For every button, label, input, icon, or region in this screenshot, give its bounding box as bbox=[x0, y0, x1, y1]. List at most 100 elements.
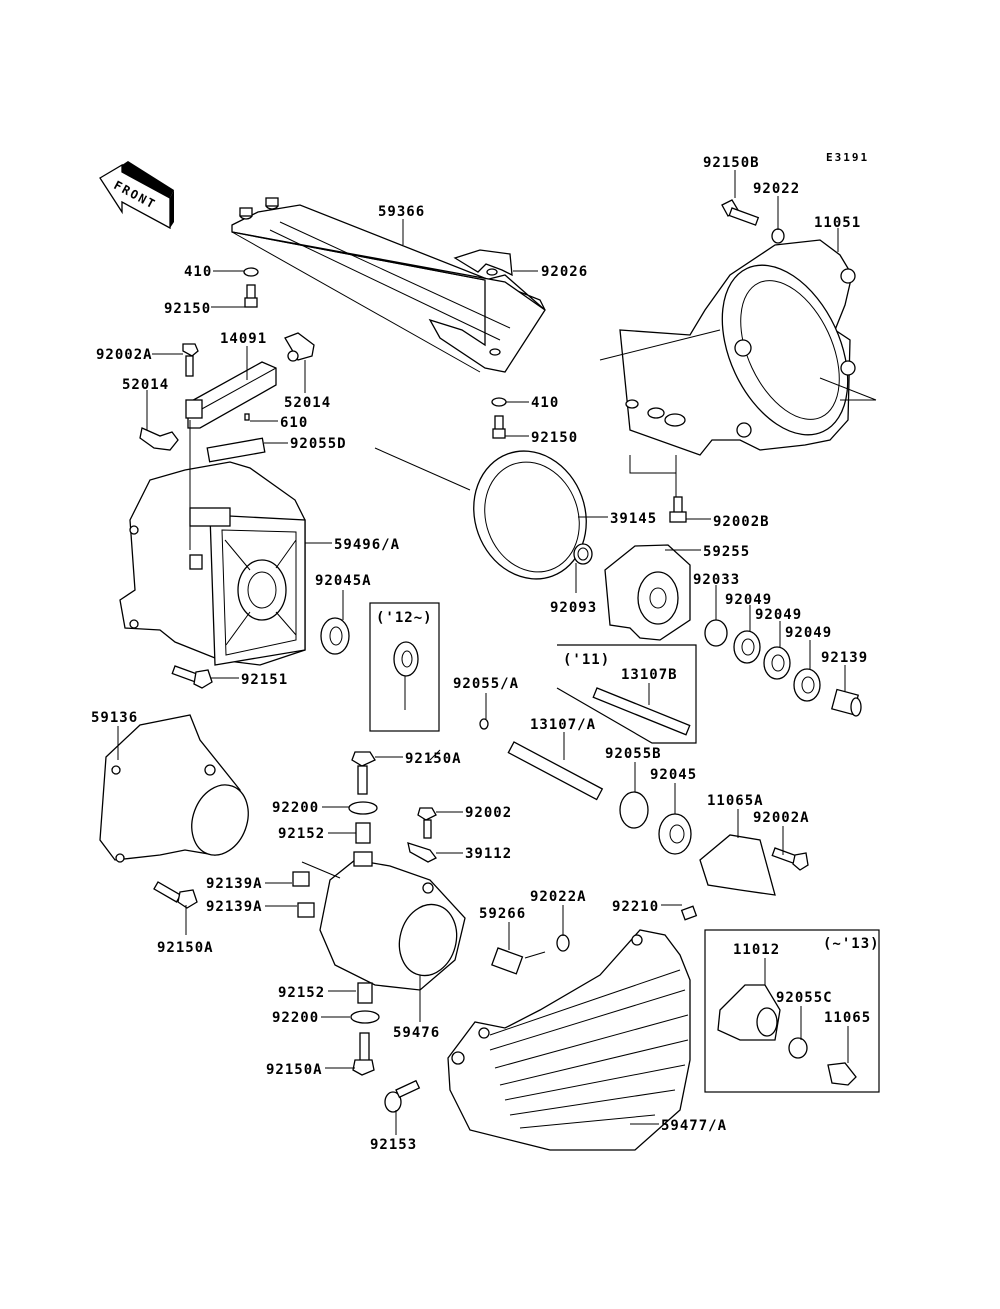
callout-label-11: ('11) bbox=[563, 652, 611, 668]
part-label-92210[interactable]: 92210 bbox=[612, 899, 660, 915]
part-label-92200[interactable]: 92200 bbox=[272, 1010, 320, 1026]
part-label-610[interactable]: 610 bbox=[280, 415, 309, 431]
block-14091 bbox=[185, 361, 277, 429]
part-label-92055c[interactable]: 92055C bbox=[776, 990, 833, 1006]
part-label-52014[interactable]: 52014 bbox=[122, 377, 170, 393]
part-label-410[interactable]: 410 bbox=[184, 264, 213, 280]
part-label-92055-a[interactable]: 92055/A bbox=[453, 676, 520, 692]
part-label-410[interactable]: 410 bbox=[531, 395, 560, 411]
cone-11065A bbox=[699, 834, 776, 896]
part-label-92049[interactable]: 92049 bbox=[755, 607, 803, 623]
plug-92210 bbox=[680, 905, 698, 921]
part-label-59477-a[interactable]: 59477/A bbox=[661, 1118, 728, 1134]
bolt-92150B bbox=[721, 199, 760, 226]
nut-92093 bbox=[573, 543, 593, 565]
part-label-11065[interactable]: 11065 bbox=[824, 1010, 872, 1026]
part-label-59266[interactable]: 59266 bbox=[479, 906, 527, 922]
part-label-59476[interactable]: 59476 bbox=[393, 1025, 441, 1041]
part-label-14091[interactable]: 14091 bbox=[220, 331, 268, 347]
part-label-92200[interactable]: 92200 bbox=[272, 800, 320, 816]
part-label-13107b[interactable]: 13107B bbox=[621, 667, 678, 683]
o-ring-92055B bbox=[619, 791, 649, 829]
washer-92022 bbox=[771, 228, 785, 244]
part-label-59366[interactable]: 59366 bbox=[378, 204, 426, 220]
part-label-39145[interactable]: 39145 bbox=[610, 511, 658, 527]
pump-housing-11051 bbox=[599, 239, 877, 456]
callout-box-11 bbox=[556, 644, 697, 744]
part-label-11012[interactable]: 11012 bbox=[733, 942, 781, 958]
part-label-92152[interactable]: 92152 bbox=[278, 826, 326, 842]
part-label-92139a[interactable]: 92139A bbox=[206, 899, 263, 915]
part-label-92002b[interactable]: 92002B bbox=[713, 514, 770, 530]
part-label-59496-a[interactable]: 59496/A bbox=[334, 537, 401, 553]
o-ring-92055A bbox=[479, 718, 489, 730]
part-label-39112[interactable]: 39112 bbox=[465, 846, 513, 862]
part-label-92150a[interactable]: 92150A bbox=[405, 751, 462, 767]
part-label-11065a[interactable]: 11065A bbox=[707, 793, 764, 809]
part-label-92152[interactable]: 92152 bbox=[278, 985, 326, 1001]
part-label-59255[interactable]: 59255 bbox=[703, 544, 751, 560]
bolt-92150-mid bbox=[492, 415, 506, 439]
bolt-92150A-top bbox=[351, 751, 376, 795]
part-label-92139a[interactable]: 92139A bbox=[206, 876, 263, 892]
pump-cover-59366 bbox=[231, 197, 546, 373]
part-label-92049[interactable]: 92049 bbox=[725, 592, 773, 608]
part-label-92022[interactable]: 92022 bbox=[753, 181, 801, 197]
part-label-92093[interactable]: 92093 bbox=[550, 600, 598, 616]
fitting-52014-left bbox=[139, 427, 179, 451]
washer-92200-bot bbox=[350, 1010, 380, 1024]
part-label-92022a[interactable]: 92022A bbox=[530, 889, 587, 905]
part-label-92150a[interactable]: 92150A bbox=[157, 940, 214, 956]
bush-92139A-2 bbox=[297, 902, 315, 918]
pin-610 bbox=[244, 413, 250, 421]
nozzle-59136 bbox=[99, 714, 249, 863]
part-label-92055b[interactable]: 92055B bbox=[605, 746, 662, 762]
diagram-code: E3191 bbox=[826, 151, 870, 164]
part-label-92002[interactable]: 92002 bbox=[465, 805, 513, 821]
part-label-92150b[interactable]: 92150B bbox=[703, 155, 760, 171]
part-label-92049[interactable]: 92049 bbox=[785, 625, 833, 641]
part-label-92150[interactable]: 92150 bbox=[531, 430, 579, 446]
part-label-92045a[interactable]: 92045A bbox=[315, 573, 372, 589]
shaft-13107B bbox=[592, 687, 691, 736]
part-label-92002a[interactable]: 92002A bbox=[96, 347, 153, 363]
washer-92022A bbox=[556, 934, 570, 952]
bearing-92045 bbox=[658, 813, 692, 855]
collar-92152-top bbox=[355, 822, 371, 844]
collar-92152-bot bbox=[357, 982, 373, 1004]
nut-410-top bbox=[243, 267, 259, 277]
part-label-92045[interactable]: 92045 bbox=[650, 767, 698, 783]
callout-box-13 bbox=[704, 929, 880, 1093]
impeller-59255 bbox=[604, 544, 691, 641]
part-label-92150a[interactable]: 92150A bbox=[266, 1062, 323, 1078]
part-label-13107-a[interactable]: 13107/A bbox=[530, 717, 597, 733]
bolt-92150-top bbox=[244, 284, 258, 308]
part-label-92002a[interactable]: 92002A bbox=[753, 810, 810, 826]
part-label-92150[interactable]: 92150 bbox=[164, 301, 212, 317]
o-ring-92055C bbox=[788, 1037, 808, 1059]
lever-39112 bbox=[407, 842, 437, 863]
part-label-92139[interactable]: 92139 bbox=[821, 650, 869, 666]
bearing-92045A bbox=[320, 617, 350, 655]
nut-410-mid bbox=[491, 397, 507, 407]
shaft-13107A bbox=[507, 741, 604, 801]
part-label-92151[interactable]: 92151 bbox=[241, 672, 289, 688]
ring-92033 bbox=[704, 619, 728, 647]
part-label-92033[interactable]: 92033 bbox=[693, 572, 741, 588]
steering-nozzle-59476 bbox=[319, 851, 466, 991]
part-label-92055d[interactable]: 92055D bbox=[290, 436, 347, 452]
part-label-59136[interactable]: 59136 bbox=[91, 710, 139, 726]
seal-92049-2 bbox=[763, 646, 791, 680]
part-label-52014[interactable]: 52014 bbox=[284, 395, 332, 411]
bush-92139A-1 bbox=[292, 871, 310, 887]
part-label-11051[interactable]: 11051 bbox=[814, 215, 862, 231]
seal-92049-3 bbox=[793, 668, 821, 702]
bolt-92153 bbox=[384, 1079, 421, 1113]
part-label-92153[interactable]: 92153 bbox=[370, 1137, 418, 1153]
bearing-92045A-alt bbox=[393, 641, 419, 677]
bolt-92002A-right bbox=[771, 847, 809, 871]
gasket-92055D bbox=[206, 437, 266, 463]
callout-label-13: (~'13) bbox=[823, 936, 880, 952]
fitting-52014-right bbox=[284, 332, 315, 362]
part-label-92026[interactable]: 92026 bbox=[541, 264, 589, 280]
